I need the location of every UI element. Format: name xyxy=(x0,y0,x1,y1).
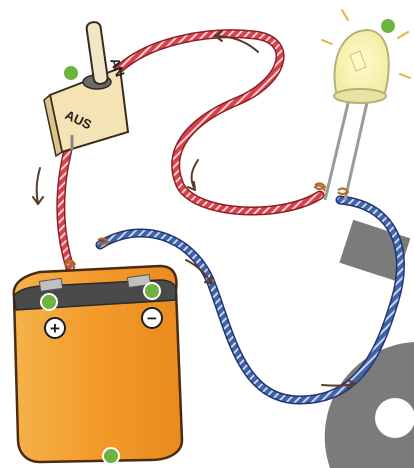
hotspot-led[interactable] xyxy=(380,18,396,34)
battery-minus-symbol: − xyxy=(147,309,157,328)
hotspot-battery-body[interactable] xyxy=(103,448,119,464)
hotspot-switch[interactable] xyxy=(63,65,79,81)
hotspot-battery-minus[interactable] xyxy=(144,283,160,299)
red-wire-switch-to-led xyxy=(118,34,320,211)
led-lamp xyxy=(322,10,410,200)
wire-connections xyxy=(65,183,348,268)
hotspot-battery-plus[interactable] xyxy=(41,294,57,310)
battery-plus-symbol: + xyxy=(50,319,60,338)
toggle-switch: AN AUS xyxy=(44,21,128,156)
